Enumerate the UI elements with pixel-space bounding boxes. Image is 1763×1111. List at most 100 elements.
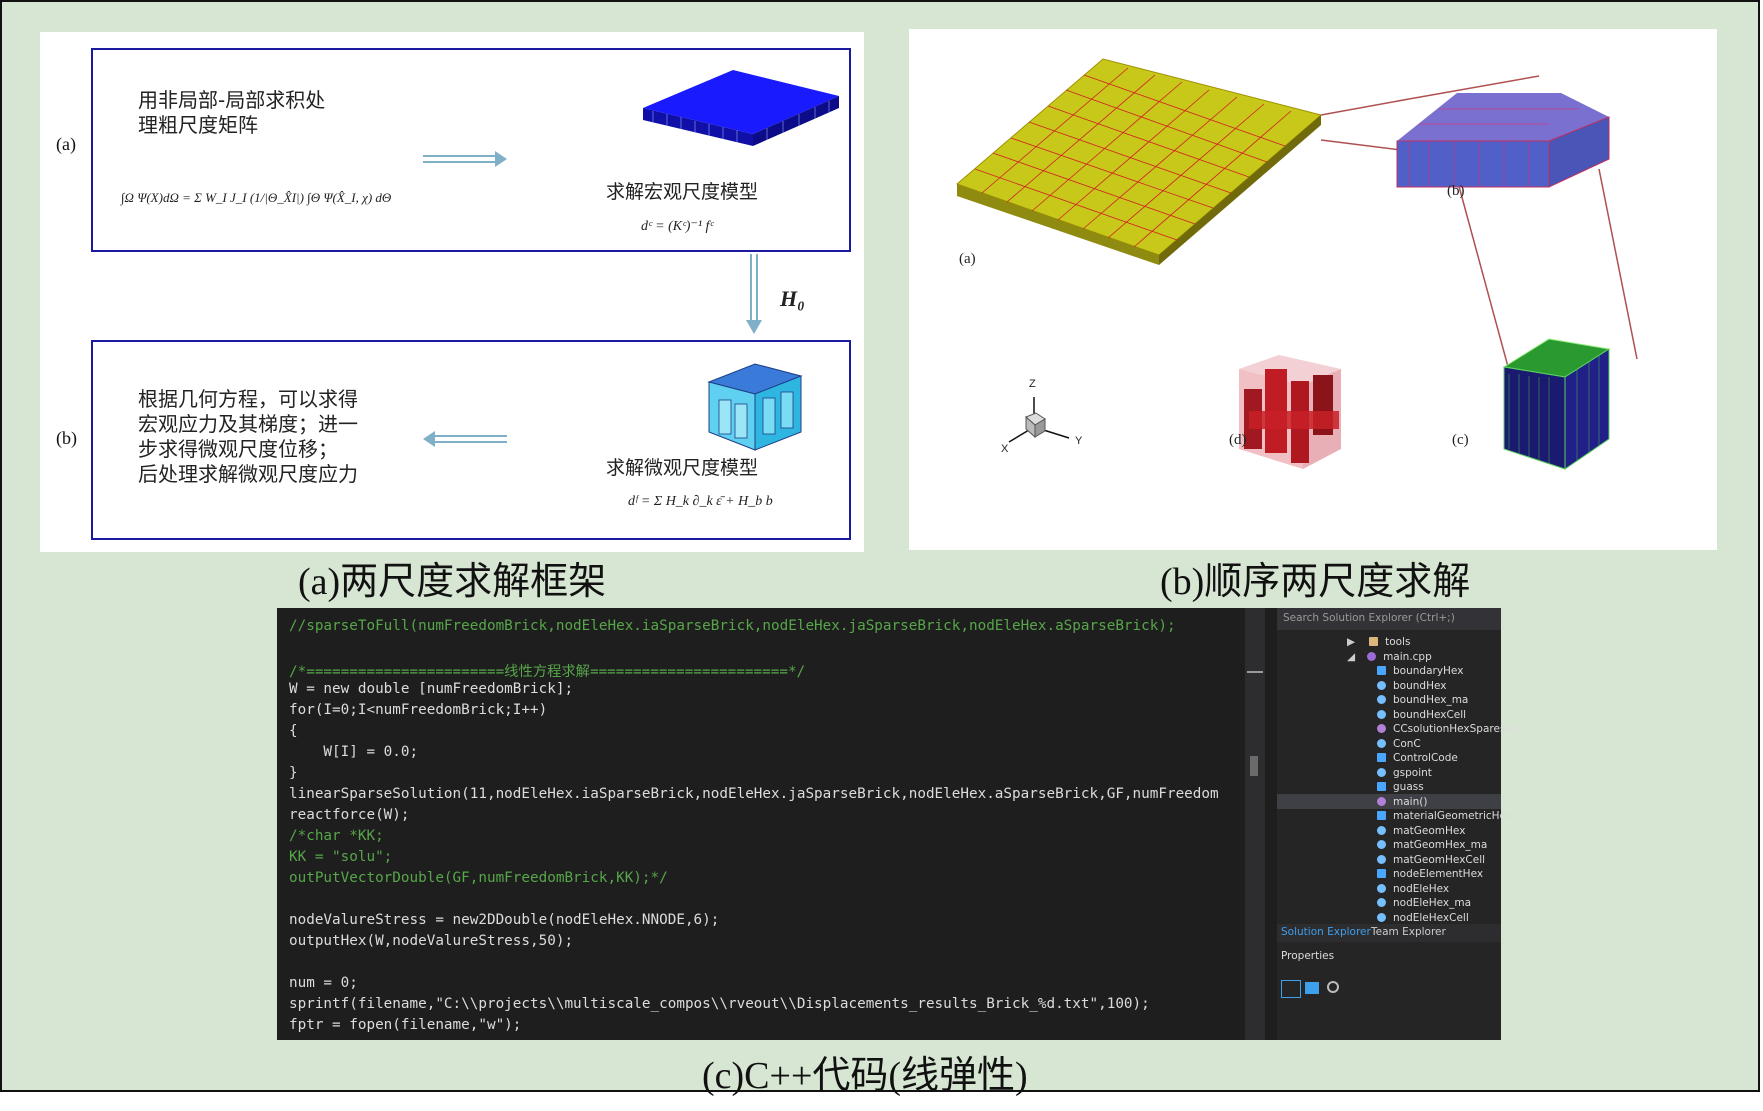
tree-label: guass	[1393, 781, 1424, 793]
explorer-tabs: Solution Explorer Team Explorer	[1277, 924, 1501, 942]
tree-label: tools	[1385, 636, 1411, 648]
arrow-right-icon	[423, 151, 507, 167]
rve-cube-image	[707, 363, 803, 451]
tree-item-tools[interactable]: ▶tools	[1347, 636, 1411, 648]
tree-label: nodEleHexCell	[1393, 912, 1469, 924]
model-label-d: (d)	[1229, 432, 1247, 448]
tree-item-selected[interactable]: main()	[1377, 796, 1427, 812]
code-line: outPutVectorDouble(GF,numFreedomBrick,KK…	[289, 870, 668, 886]
tree-item[interactable]: boundaryHex	[1377, 665, 1463, 681]
categorized-view-icon[interactable]	[1281, 980, 1301, 998]
tree-selection-highlight	[1277, 794, 1501, 809]
alphabetical-view-icon[interactable]	[1305, 982, 1319, 994]
macro-plate-image	[643, 70, 839, 146]
tree-label: matGeomHexCell	[1393, 854, 1486, 866]
code-line: for(I=0;I<numFreedomBrick;I++)	[289, 702, 548, 718]
tree-item[interactable]: nodEleHex_ma	[1377, 897, 1471, 913]
code-line: W[I] = 0.0;	[289, 744, 419, 760]
struct-icon	[1377, 782, 1386, 791]
tree-item[interactable]: nodEleHex	[1377, 883, 1449, 899]
model-label-a: (a)	[959, 251, 976, 267]
code-line: reactforce(W);	[289, 807, 410, 823]
tree-item[interactable]: materialGeometricHex	[1377, 810, 1512, 826]
tree-label: gspoint	[1393, 767, 1432, 779]
cpp-file-icon	[1367, 652, 1377, 661]
tab-team-explorer[interactable]: Team Explorer	[1371, 926, 1446, 938]
axis-x-label: X	[1001, 443, 1009, 455]
tree-label: materialGeometricHex	[1393, 810, 1513, 822]
code-editor[interactable]: //sparseToFull(numFreedomBrick,nodEleHex…	[277, 608, 1245, 1040]
code-line: fptr = fopen(filename,"w");	[289, 1017, 522, 1033]
coarse-scale-box: 用非局部-局部求积处 理粗尺度矩阵 ∫Ω Ψ(X)dΩ = Σ W_I J_I …	[91, 48, 851, 252]
multiscale-model-image	[956, 58, 1638, 470]
panel-a-framework: (a) (b) 用非局部-局部求积处 理粗尺度矩阵 ∫Ω Ψ(X)dΩ = Σ …	[40, 32, 864, 552]
tree-label: ConC	[1393, 738, 1421, 750]
tree-item[interactable]: boundHex	[1377, 680, 1446, 696]
struct-icon	[1377, 869, 1386, 878]
tree-item[interactable]: CCsolutionHexSparese()	[1377, 723, 1520, 739]
struct-icon	[1377, 666, 1386, 675]
tree-label: nodeElementHex	[1393, 868, 1484, 880]
tree-item[interactable]: ControlCode	[1377, 752, 1458, 768]
macro-formula: dᶜ = (Kᶜ)⁻¹ fᶜ	[641, 219, 714, 234]
tree-label: boundaryHex	[1393, 665, 1464, 677]
tree-item[interactable]: boundHexCell	[1377, 709, 1466, 725]
variable-icon	[1377, 826, 1386, 835]
macro-model-title: 求解宏观尺度模型	[606, 181, 759, 203]
function-icon	[1377, 797, 1386, 806]
code-line: nodeValureStress = new2DDouble(nodEleHex…	[289, 912, 720, 928]
micro-formula: dᶠ = Σ H_k ∂_k ε̄ + H_b b	[628, 494, 773, 509]
tree-label: CCsolutionHexSparese()	[1393, 723, 1521, 735]
variable-icon	[1377, 739, 1386, 748]
panel-b-sequential: (a) (b) (c) (d) Z X Y	[909, 29, 1717, 550]
struct-icon	[1377, 753, 1386, 762]
code-line: outputHex(W,nodeValureStress,50);	[289, 933, 574, 949]
tree-item[interactable]: matGeomHexCell	[1377, 854, 1485, 870]
code-line: /*char *KK;	[289, 828, 384, 844]
tree-item[interactable]: boundHex_ma	[1377, 694, 1468, 710]
code-line: /*=======================线性方程求解=========…	[289, 664, 806, 680]
variable-icon	[1377, 695, 1386, 704]
variable-icon	[1377, 855, 1386, 864]
tree-item[interactable]: guass	[1377, 781, 1424, 797]
tree-label: boundHex_ma	[1393, 694, 1469, 706]
tab-solution-explorer[interactable]: Solution Explorer	[1281, 926, 1371, 938]
code-line: linearSparseSolution(11,nodEleHex.iaSpar…	[289, 786, 1219, 802]
h0-label: H₀	[780, 286, 805, 311]
function-icon	[1377, 724, 1386, 733]
code-window: //sparseToFull(numFreedomBrick,nodEleHex…	[277, 608, 1520, 1040]
tree-item[interactable]: ConC	[1377, 738, 1421, 754]
tree-item[interactable]: nodeElementHex	[1377, 868, 1483, 884]
tree-label: nodEleHex_ma	[1393, 897, 1472, 909]
tree-item[interactable]: nodEleHexCell	[1377, 912, 1469, 928]
axis-z-label: Z	[1029, 378, 1036, 390]
tree-item[interactable]: gspoint	[1377, 767, 1432, 783]
code-line: sprintf(filename,"C:\\projects\\multisca…	[289, 996, 1150, 1012]
micro-model-title: 求解微观尺度模型	[606, 457, 759, 479]
solution-explorer: Search Solution Explorer (Ctrl+;) ▶tools…	[1277, 608, 1520, 1040]
variable-icon	[1377, 913, 1386, 922]
arrow-down-icon	[746, 254, 762, 334]
code-line: W = new double [numFreedomBrick];	[289, 681, 574, 697]
tree-item-main-cpp[interactable]: ◢main.cpp	[1347, 651, 1432, 663]
wrench-icon[interactable]	[1327, 981, 1339, 993]
tree-label: ControlCode	[1393, 752, 1458, 764]
caption-c: (c)C++代码(线弹性)	[702, 1055, 1028, 1097]
tree-item[interactable]: matGeomHex_ma	[1377, 839, 1487, 855]
tree-label: nodEleHex	[1393, 883, 1450, 895]
code-line: }	[289, 765, 298, 781]
tree-item[interactable]: matGeomHex	[1377, 825, 1465, 841]
scroll-marker	[1247, 671, 1263, 673]
tree-label: boundHexCell	[1393, 709, 1467, 721]
variable-icon	[1377, 768, 1386, 777]
code-line: KK = "solu";	[289, 849, 393, 865]
coarse-matrix-text: 用非局部-局部求积处 理粗尺度矩阵	[138, 88, 326, 137]
row-b-label: (b)	[56, 428, 77, 448]
search-placeholder: Search Solution Explorer (Ctrl+;)	[1283, 612, 1455, 624]
code-line: num = 0;	[289, 975, 358, 991]
explorer-search-input[interactable]: Search Solution Explorer (Ctrl+;)	[1277, 608, 1501, 630]
scroll-thumb[interactable]	[1250, 756, 1258, 776]
editor-scrollbar[interactable]	[1245, 608, 1265, 1040]
variable-icon	[1377, 681, 1386, 690]
